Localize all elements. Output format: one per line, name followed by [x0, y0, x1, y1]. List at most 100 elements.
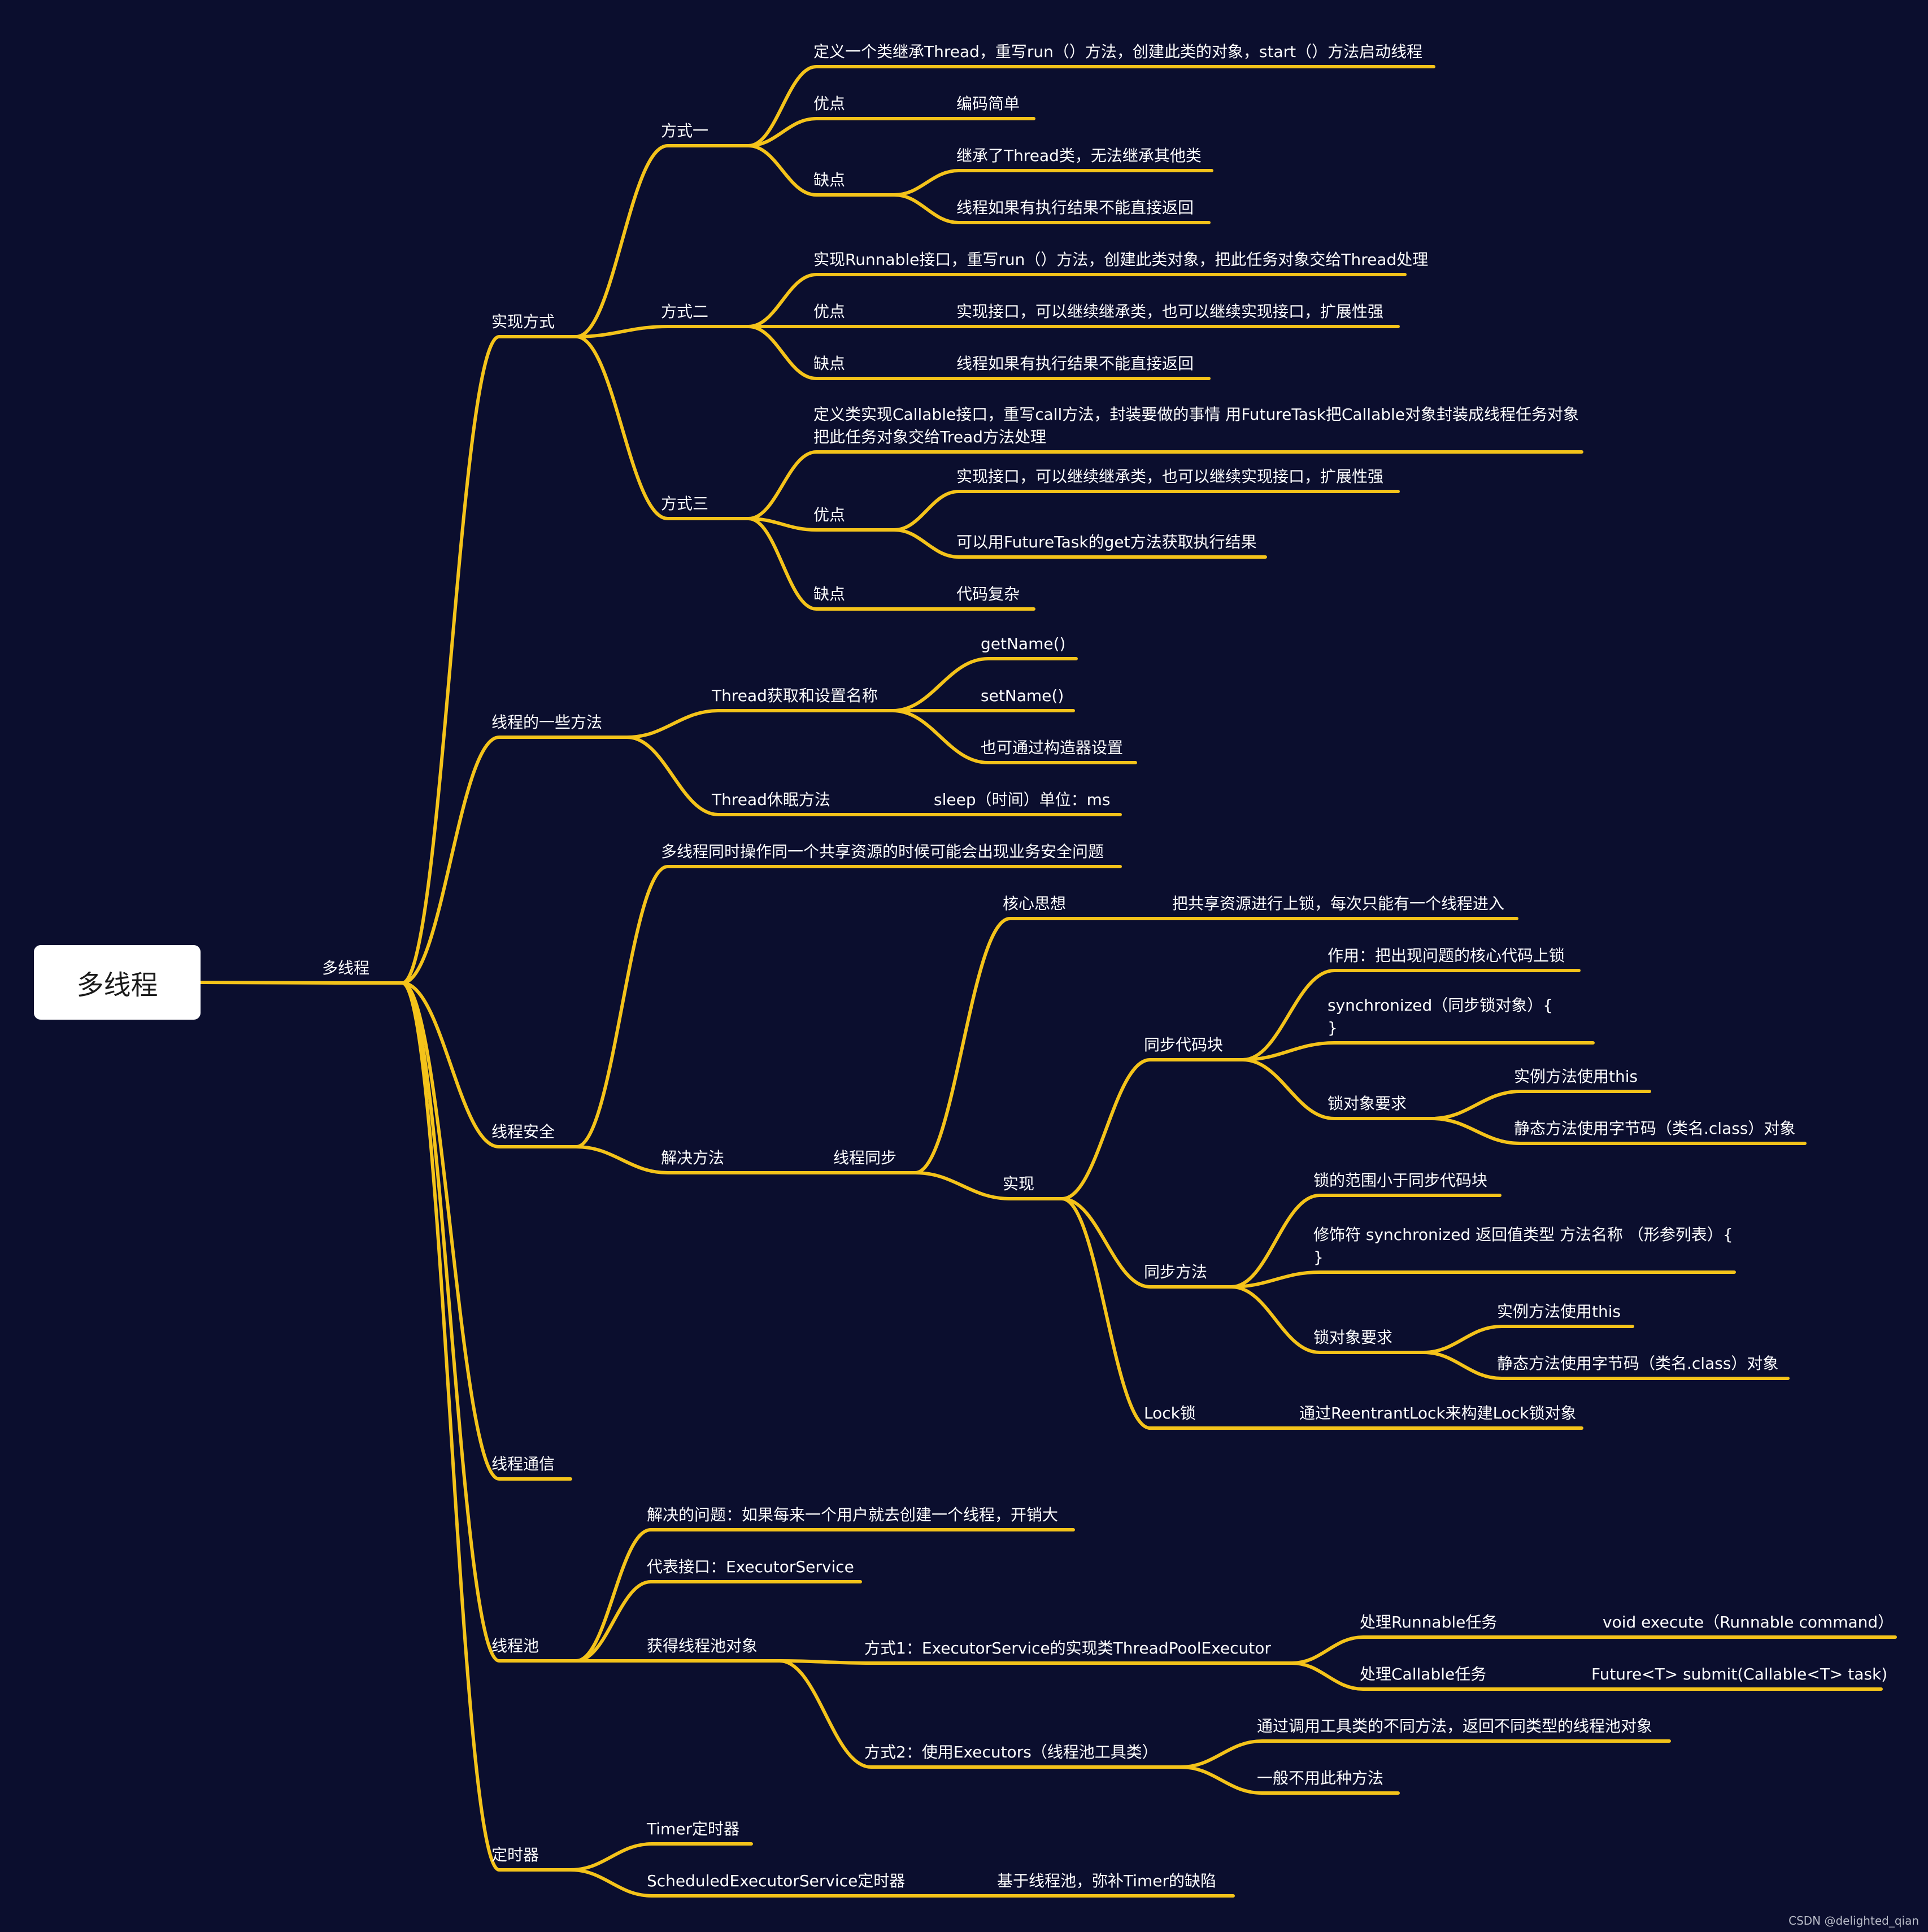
node-realize[interactable]: 实现: [1003, 1174, 1035, 1193]
node-block[interactable]: 同步代码块: [1144, 1035, 1224, 1054]
connector-smethod1: [1230, 1194, 1502, 1289]
connector-m2dis: [747, 325, 952, 380]
node-smethod3a[interactable]: 实例方法使用this: [1497, 1302, 1621, 1321]
node-pool3[interactable]: 获得线程池对象: [647, 1637, 758, 1655]
node-m1dis[interactable]: 缺点: [813, 171, 846, 189]
node-m3adv[interactable]: 优点: [813, 506, 846, 524]
node-smethod3b[interactable]: 静态方法使用字节码（类名.class）对象: [1497, 1354, 1779, 1373]
node-m3dis[interactable]: 缺点: [813, 585, 846, 603]
node-safeprob[interactable]: 多线程同时操作同一个共享资源的时候可能会出现业务安全问题: [661, 842, 1104, 861]
node-runnable[interactable]: 处理Runnable任务: [1360, 1613, 1498, 1631]
node-main[interactable]: 多线程: [322, 959, 370, 977]
node-lock1[interactable]: 通过ReentrantLock来构建Lock锁对象: [1299, 1404, 1577, 1422]
node-m3dis1[interactable]: 代码复杂: [956, 585, 1020, 603]
connector-block3b: [1430, 1117, 1807, 1145]
node-safety[interactable]: 线程安全: [491, 1122, 555, 1141]
node-m2adv1[interactable]: 实现接口，可以继续继承类，也可以继续实现接口，扩展性强: [956, 302, 1384, 321]
node-m3[interactable]: 方式三: [661, 494, 709, 513]
node-comm[interactable]: 线程通信: [491, 1455, 555, 1473]
connector-m1dis1: [893, 169, 1213, 197]
node-pool[interactable]: 线程池: [491, 1637, 539, 1655]
node-smethod2[interactable]: 修饰符 synchronized 返回值类型 方法名称 （形参列表）{ }: [1313, 1225, 1733, 1267]
node-timer[interactable]: 定时器: [491, 1846, 539, 1864]
connector-pool1: [575, 1528, 1075, 1663]
connector-m1dis2: [893, 193, 1211, 224]
connector-impl: [401, 335, 578, 985]
node-m3adv1[interactable]: 实现接口，可以继续继承类，也可以继续实现接口，扩展性强: [956, 467, 1384, 486]
node-m2[interactable]: 方式二: [661, 302, 709, 321]
node-m1adv[interactable]: 优点: [813, 94, 846, 113]
node-m2dis1[interactable]: 线程如果有执行结果不能直接返回: [956, 354, 1194, 373]
connector-getname: [891, 657, 1078, 712]
node-block1[interactable]: 作用：把出现问题的核心代码上锁: [1328, 946, 1565, 965]
node-impl[interactable]: 实现方式: [491, 312, 555, 331]
node-getname[interactable]: getName(): [981, 634, 1066, 653]
node-setname[interactable]: setName(): [981, 686, 1064, 705]
node-way1[interactable]: 方式1：ExecutorService的实现类ThreadPoolExecuto…: [864, 1639, 1271, 1657]
node-sync[interactable]: 线程同步: [833, 1148, 897, 1167]
connector-pool2: [575, 1580, 862, 1663]
node-lock[interactable]: Lock锁: [1144, 1404, 1196, 1422]
connector-way2a: [1179, 1739, 1671, 1769]
node-ctorname[interactable]: 也可通过构造器设置: [981, 738, 1124, 757]
node-m2adv[interactable]: 优点: [813, 302, 846, 321]
node-m3adv2[interactable]: 可以用FutureTask的get方法获取执行结果: [956, 533, 1257, 551]
node-smethod3[interactable]: 锁对象要求: [1313, 1328, 1393, 1347]
connector-smethod: [1060, 1197, 1233, 1289]
node-m1[interactable]: 方式一: [661, 121, 709, 140]
connector-block3: [1241, 1058, 1434, 1120]
node-core[interactable]: 核心思想: [1003, 894, 1067, 913]
node-solve[interactable]: 解决方法: [661, 1148, 725, 1167]
node-way2a[interactable]: 通过调用工具类的不同方法，返回不同类型的线程池对象: [1257, 1717, 1653, 1735]
node-m1dis2[interactable]: 线程如果有执行结果不能直接返回: [956, 198, 1194, 217]
node-m1def[interactable]: 定义一个类继承Thread，重写run（）方法，创建此类的对象，start（）方…: [813, 42, 1423, 61]
connector-solve: [575, 1145, 832, 1174]
node-timer1[interactable]: Timer定时器: [647, 1820, 740, 1838]
node-m2dis[interactable]: 缺点: [813, 354, 846, 373]
connector-timer2: [569, 1868, 979, 1898]
connector-timer: [401, 981, 572, 1872]
node-pool1[interactable]: 解决的问题：如果每来一个用户就去创建一个线程，开销大: [647, 1505, 1059, 1524]
node-core1[interactable]: 把共享资源进行上锁，每次只能有一个线程进入: [1172, 894, 1505, 913]
root-node[interactable]: 多线程: [34, 945, 201, 1020]
node-block2[interactable]: synchronized（同步锁对象）{ }: [1328, 996, 1553, 1037]
node-tname[interactable]: Thread获取和设置名称: [712, 686, 878, 705]
connector-m3: [575, 335, 750, 520]
root-node-label: 多线程: [76, 969, 158, 1001]
connector-m1dis: [747, 144, 896, 197]
connector-m3adv2: [893, 528, 1267, 559]
node-block3[interactable]: 锁对象要求: [1328, 1094, 1407, 1113]
node-m3def[interactable]: 定义类实现Callable接口，重写call方法，封装要做的事情 用Future…: [813, 405, 1579, 446]
node-pool2[interactable]: 代表接口：ExecutorService: [647, 1557, 854, 1576]
node-m1dis1[interactable]: 继承了Thread类，无法继承其他类: [956, 146, 1202, 165]
node-runnable1[interactable]: void execute（Runnable command）: [1603, 1613, 1894, 1631]
node-m1adv1[interactable]: 编码简单: [956, 94, 1020, 113]
connector-realize: [913, 1171, 1064, 1200]
connector-methods: [401, 736, 629, 985]
node-way2[interactable]: 方式2：使用Executors（线程池工具类）: [864, 1743, 1158, 1761]
node-methods[interactable]: 线程的一些方法: [491, 713, 603, 732]
node-timer2[interactable]: ScheduledExecutorService定时器: [647, 1872, 906, 1890]
node-sleep1[interactable]: sleep（时间）单位：ms: [934, 790, 1111, 809]
node-block3b[interactable]: 静态方法使用字节码（类名.class）对象: [1514, 1119, 1796, 1138]
connector-ctorname: [891, 709, 1137, 764]
connector-smethod3a: [1422, 1325, 1634, 1354]
connector-lock: [1060, 1197, 1261, 1430]
node-callable[interactable]: 处理Callable任务: [1360, 1665, 1487, 1683]
node-m2def[interactable]: 实现Runnable接口，重写run（）方法，创建此类对象，把此任务对象交给Th…: [813, 250, 1429, 269]
connector-m2def: [747, 273, 1407, 328]
node-callable1[interactable]: Future<T> submit(Callable<T> task): [1591, 1665, 1888, 1683]
connector-callable: [1290, 1661, 1547, 1691]
connector-block1: [1241, 969, 1581, 1061]
node-smethod1[interactable]: 锁的范围小于同步代码块: [1313, 1171, 1488, 1190]
connector-smethod3b: [1422, 1351, 1790, 1380]
node-timer2a[interactable]: 基于线程池，弥补Timer的缺陷: [997, 1872, 1217, 1890]
connector-timer1: [569, 1842, 753, 1872]
node-smethod[interactable]: 同步方法: [1144, 1263, 1208, 1281]
node-tsleep[interactable]: Thread休眠方法: [712, 790, 830, 809]
node-block3a[interactable]: 实例方法使用this: [1514, 1067, 1638, 1086]
connector-safeprob: [575, 865, 1122, 1148]
connector-way2b: [1179, 1765, 1400, 1795]
node-way2b[interactable]: 一般不用此种方法: [1257, 1769, 1384, 1787]
